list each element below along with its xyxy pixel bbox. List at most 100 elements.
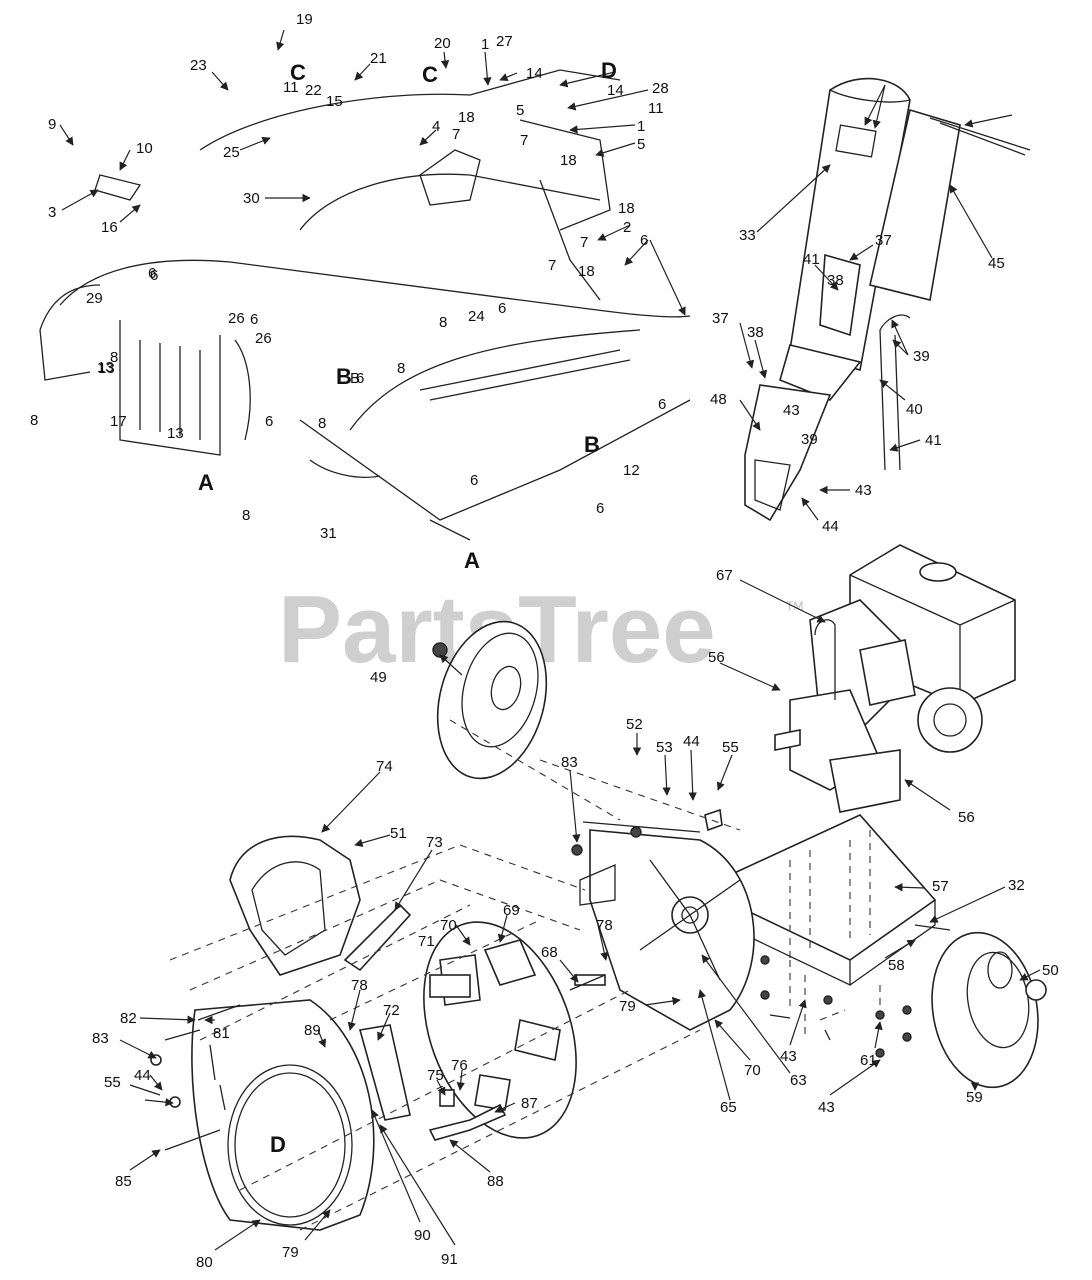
- callout-label: 91: [441, 1251, 458, 1268]
- callout-label: 83: [561, 754, 578, 771]
- callout-label: 43: [783, 402, 800, 419]
- callout-label: 61: [860, 1052, 877, 1069]
- callout-label: 25: [223, 144, 240, 161]
- callout-label: 56: [958, 809, 975, 826]
- section-letters: D B B A A C C D: [198, 58, 617, 1157]
- callout-label: 65: [720, 1099, 737, 1116]
- callout-label: 81: [213, 1025, 230, 1042]
- callout-label: 10: [136, 140, 153, 157]
- callout-label: 78: [351, 977, 368, 994]
- callout-label: 6: [148, 265, 156, 282]
- callout-label: 53: [656, 739, 673, 756]
- callout-label: 70: [744, 1062, 761, 1079]
- callout-label: 18: [560, 152, 577, 169]
- callout-label: 78: [596, 917, 613, 934]
- section-letter-b-right: B: [584, 432, 600, 457]
- callout-label: 6: [498, 300, 506, 317]
- callout-label: 8: [397, 360, 405, 377]
- callout-label: 71: [418, 933, 435, 950]
- callout-label: 13: [98, 360, 115, 377]
- callout-label: 72: [383, 1002, 400, 1019]
- callout-label: 89: [304, 1022, 321, 1039]
- callout-label: 8: [110, 349, 118, 366]
- callout-label: 39: [801, 431, 818, 448]
- callout-label: 14: [607, 82, 624, 99]
- callout-label: 8: [318, 415, 326, 432]
- callout-label: 22: [305, 82, 322, 99]
- callout-label: 6: [470, 472, 478, 489]
- callout-label: 56: [708, 649, 725, 666]
- callout-label: 43: [780, 1048, 797, 1065]
- callout-label: 79: [619, 998, 636, 1015]
- callout-label: 14: [526, 65, 543, 82]
- rear-housing-plate: [579, 821, 755, 1031]
- callout-label: 80: [196, 1254, 213, 1271]
- callout-labels: 19 20 1 27 14 23 21 11 22 15 9 10 3 16 2…: [30, 11, 1059, 1271]
- callout-label: 58: [888, 957, 905, 974]
- section-letter-a-left: A: [198, 470, 214, 495]
- callout-label: 59: [966, 1089, 983, 1106]
- callout-label: 48: [710, 391, 727, 408]
- callout-label: 5: [637, 136, 645, 153]
- callout-label: 68: [541, 944, 558, 961]
- leader-arrows: [59, 29, 1041, 1251]
- callout-label: 37: [875, 232, 892, 249]
- callout-label: 23: [190, 57, 207, 74]
- callout-label: 26: [228, 310, 245, 327]
- callout-label: 9: [48, 116, 56, 133]
- callout-label: 4: [432, 118, 440, 135]
- callout-label: 33: [739, 227, 756, 244]
- callout-label: 74: [376, 758, 393, 775]
- callout-label: 7: [548, 257, 556, 274]
- section-letter-c-left: C: [290, 60, 306, 85]
- callout-label: 6: [150, 267, 158, 284]
- callout-label: 1: [481, 36, 489, 53]
- callout-label: 44: [822, 518, 839, 535]
- callout-label: 44: [683, 733, 700, 750]
- callout-label: 17: [110, 413, 127, 430]
- callout-label: 13: [167, 425, 184, 442]
- callout-label: 30: [243, 190, 260, 207]
- callout-label: 55: [104, 1074, 121, 1091]
- callout-label: 8: [439, 314, 447, 331]
- callout-label: 6: [356, 370, 364, 387]
- callout-label: 6: [596, 500, 604, 517]
- callout-label: 31: [320, 525, 337, 542]
- callout-label: 55: [722, 739, 739, 756]
- section-letter-d-top: D: [601, 58, 617, 83]
- callout-label: 28: [652, 80, 669, 97]
- callout-label: 88: [487, 1173, 504, 1190]
- callout-label: 13: [97, 359, 114, 376]
- callout-label: 21: [370, 50, 387, 67]
- assembly-guides: [169, 719, 881, 1231]
- wheel-right: [931, 931, 1047, 1089]
- watermark-trademark: TM: [786, 599, 803, 613]
- callout-label: 82: [120, 1010, 137, 1027]
- callout-label: 43: [818, 1099, 835, 1116]
- callout-label: 79: [282, 1244, 299, 1261]
- callout-label: 37: [712, 310, 729, 327]
- callout-label: 6: [265, 413, 273, 430]
- callout-label: 18: [578, 263, 595, 280]
- callout-label: 6: [640, 232, 648, 249]
- callout-label: 85: [115, 1173, 132, 1190]
- small-hardware: [129, 808, 912, 1151]
- callout-label: 2: [623, 219, 631, 236]
- callout-label: 29: [86, 290, 103, 307]
- callout-label: 24: [468, 308, 485, 325]
- callout-label: 41: [803, 251, 820, 268]
- callout-label: 76: [451, 1057, 468, 1074]
- callout-label: 51: [390, 825, 407, 842]
- callout-label: 11: [648, 100, 664, 117]
- callout-label: 16: [101, 219, 118, 236]
- callout-label: 40: [906, 401, 923, 418]
- front-housing: [191, 999, 375, 1231]
- callout-label: 26: [255, 330, 272, 347]
- callout-label: 6: [658, 396, 666, 413]
- callout-label: 20: [434, 35, 451, 52]
- callout-label: 69: [503, 902, 520, 919]
- callout-label: 70: [440, 917, 457, 934]
- callout-label: 6: [250, 311, 258, 328]
- section-letter-b-left: B: [336, 364, 352, 389]
- callout-label: 63: [790, 1072, 807, 1089]
